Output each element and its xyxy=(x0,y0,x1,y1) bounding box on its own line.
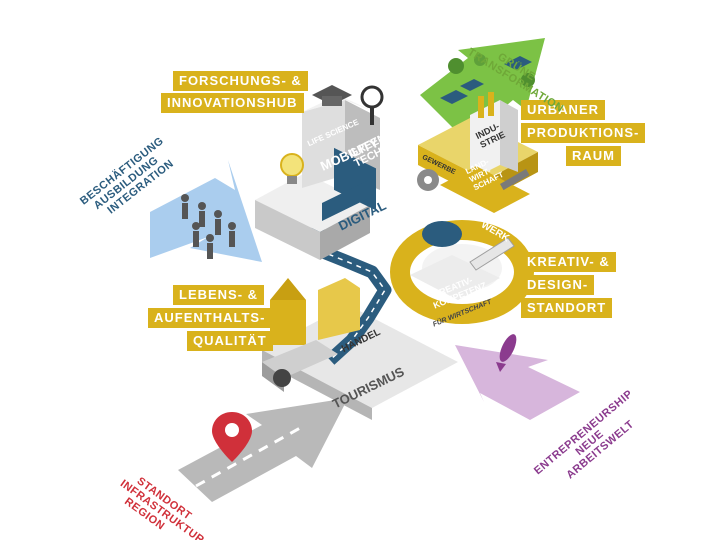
tower-body xyxy=(270,291,306,345)
chimney-right xyxy=(488,92,494,116)
label-forschung-line1: FORSCHUNGS- & xyxy=(173,71,308,91)
industry-hall-side xyxy=(500,100,518,172)
label-kreativ-line3: STANDORT xyxy=(521,298,613,318)
label-forschung-line2: INNOVATIONSHUB xyxy=(161,93,304,113)
handwerk-block xyxy=(440,166,530,213)
label-urban-line1: URBANER xyxy=(521,100,605,120)
label-lebens-line2: AUFENTHALTS- xyxy=(148,308,272,328)
tower-roof xyxy=(270,278,306,300)
gear-icon xyxy=(417,169,439,191)
creative-platform xyxy=(410,255,500,300)
label-lebens-line3: QUALITÄT xyxy=(187,331,273,351)
chimney-left xyxy=(478,96,484,118)
label-urban-line3: RAUM xyxy=(566,146,621,166)
blue-arrow xyxy=(150,160,262,262)
road-lane-marking xyxy=(195,426,301,488)
solar-panel-icon xyxy=(440,56,532,104)
people-icon xyxy=(181,194,236,259)
purple-arrow xyxy=(455,345,580,420)
label-urban-line2: PRODUKTIONS- xyxy=(521,123,646,143)
lightbulb-icon xyxy=(280,153,304,184)
industry-hall xyxy=(470,100,500,180)
digital-panel xyxy=(322,180,368,221)
camera-icon xyxy=(262,340,338,392)
town-house xyxy=(318,278,360,340)
wrench-icon xyxy=(500,169,530,191)
magnifier-icon xyxy=(360,85,384,125)
graduation-cap-icon xyxy=(312,85,352,106)
tree-icon xyxy=(448,54,535,87)
pencil-icon xyxy=(469,237,515,271)
research-block-left xyxy=(255,200,320,260)
label-kreativ-line2: DESIGN- xyxy=(521,275,595,295)
research-block-right xyxy=(320,205,370,260)
label-lebens-line1: LEBENS- & xyxy=(173,285,265,305)
label-kreativ-line1: KREATIV- & xyxy=(521,252,616,272)
pin-icon xyxy=(212,412,252,462)
creative-ring xyxy=(390,220,534,324)
base-platform xyxy=(262,305,458,408)
brain-icon xyxy=(422,221,462,247)
research-block-top xyxy=(255,173,370,232)
rocket-icon xyxy=(496,334,517,372)
